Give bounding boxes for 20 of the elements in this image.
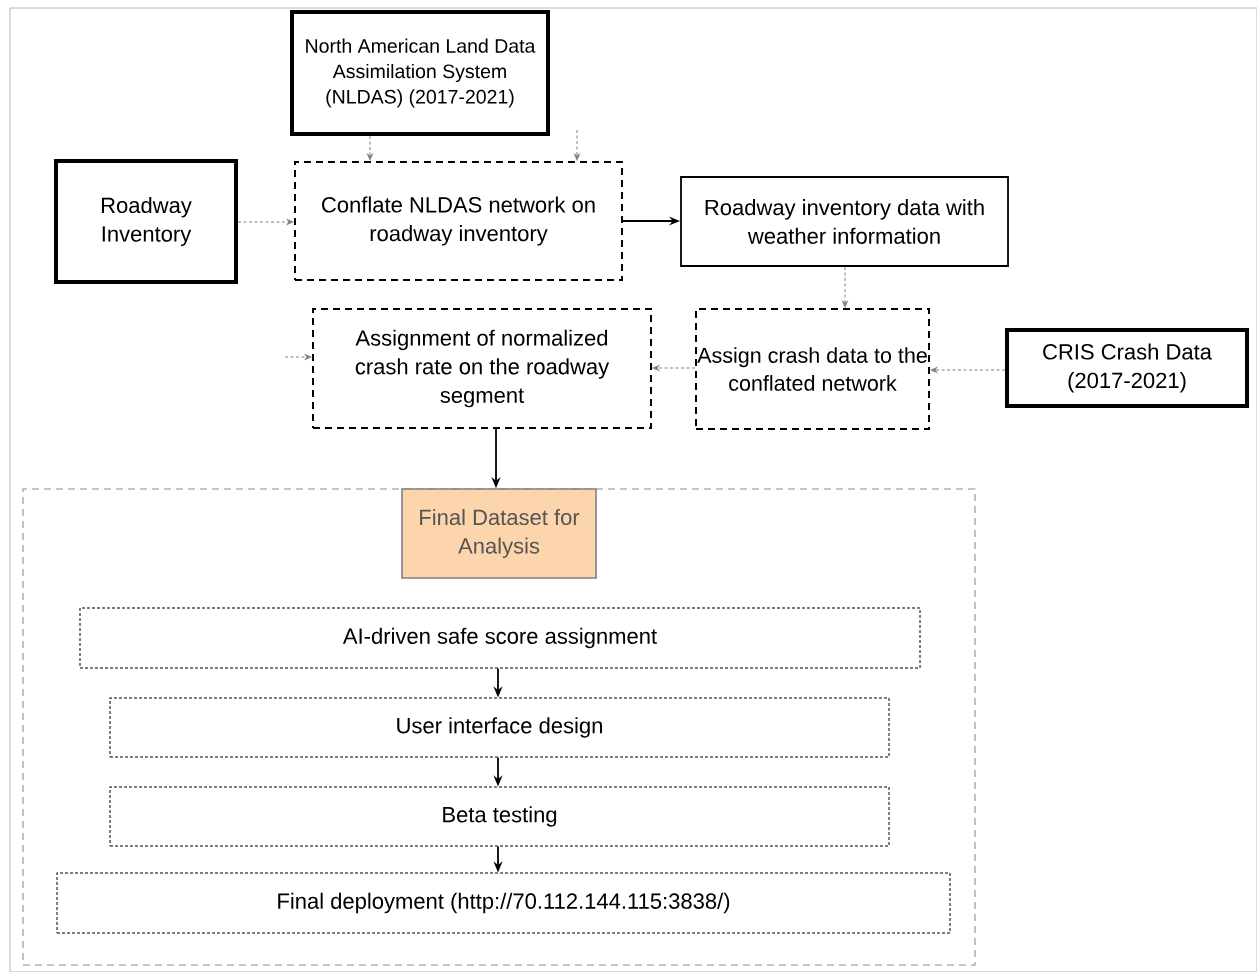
arrow <box>574 129 580 161</box>
process-box: Conflate NLDAS network on roadway inventory <box>294 161 623 281</box>
arrow <box>930 367 1006 373</box>
arrow <box>652 365 696 371</box>
source-box: CRIS Crash Data (2017-2021) <box>1005 328 1249 408</box>
dataset-box: Final Dataset for Analysis <box>401 488 597 579</box>
process-box: Roadway inventory data with weather information <box>680 176 1009 267</box>
step-box: Final deployment (http://70.112.144.115:3838/) <box>56 872 951 934</box>
step-box: AI-driven safe score assignment <box>79 607 921 669</box>
step-box: User interface design <box>109 697 890 758</box>
process-box: Assignment of normalized crash rate on the roadway segment <box>312 308 652 429</box>
process-box: Assign crash data to the conflated network <box>695 308 930 430</box>
group-container <box>22 488 976 966</box>
arrow <box>367 135 373 161</box>
step-box: Beta testing <box>109 786 890 847</box>
arrow <box>842 266 848 308</box>
arrow <box>237 219 294 225</box>
source-box: Roadway Inventory <box>54 159 238 284</box>
arrow <box>284 354 312 360</box>
source-box: North American Land Data Assimilation System (NLDAS) (2017-2021) <box>290 10 550 136</box>
